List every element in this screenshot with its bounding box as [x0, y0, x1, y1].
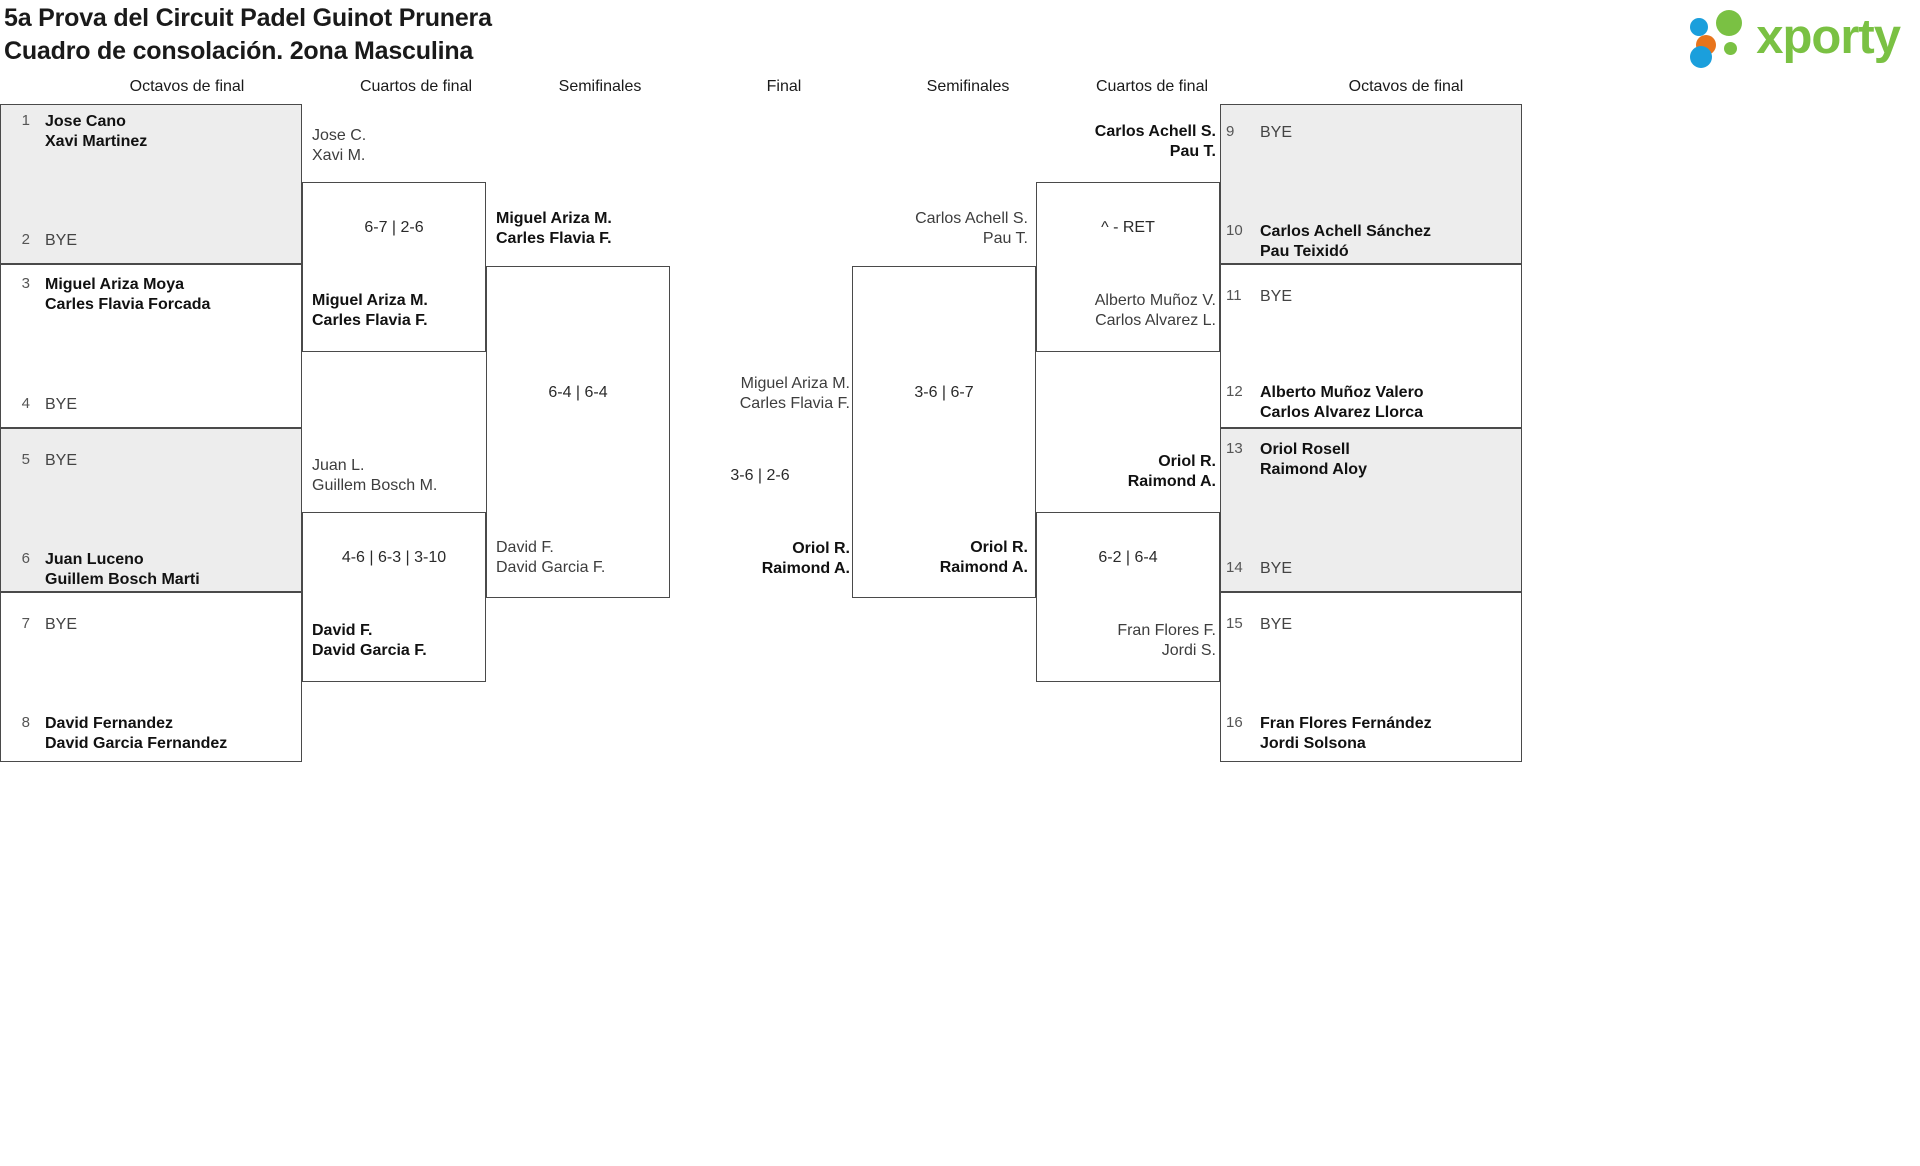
xporty-logo: xporty	[1690, 8, 1901, 68]
match-entry-right-semis-bottom[interactable]: Oriol R.Raimond A.	[939, 539, 1028, 576]
seed-block-11-12[interactable]	[1220, 264, 1522, 428]
round-header-left-octavos: Octavos de final	[129, 78, 245, 95]
match-entry-left-cuartos-2-top[interactable]: Juan L.Guillem Bosch M.	[312, 457, 438, 494]
seed-number: 9	[1226, 123, 1235, 140]
connector-left-cuartos-1	[302, 182, 486, 352]
seed-slot-11[interactable]: 11 BYE	[1226, 287, 1516, 307]
seed-slot-7[interactable]: 7 BYE	[4, 615, 294, 635]
match-entry-left-semis-top[interactable]: Miguel Ariza M.Carles Flavia F.	[496, 210, 612, 247]
match-entry-right-cuartos-2-top[interactable]: Oriol R.Raimond A.	[1127, 453, 1216, 490]
seed-number: 3	[21, 275, 30, 292]
seed-names: BYE	[1260, 288, 1293, 305]
seed-block-7-8[interactable]	[0, 592, 302, 762]
seed-block-9-10[interactable]	[1220, 104, 1522, 264]
round-header-left-cuartos: Cuartos de final	[359, 78, 473, 95]
seed-names: BYE	[45, 616, 78, 633]
title-line-1: 5a Prova del Circuit Padel Guinot Pruner…	[4, 4, 492, 32]
connector-left-semis-1	[486, 266, 670, 598]
round-header-right-semis: Semifinales	[926, 78, 1010, 95]
seed-names: BYE	[45, 396, 78, 413]
title-line-2: Cuadro de consolación. 2ona Masculina	[4, 36, 474, 65]
seed-slot-4[interactable]: 4 BYE	[4, 395, 294, 415]
round-header-final: Final	[766, 78, 802, 95]
seed-number: 12	[1226, 383, 1243, 400]
score-left-cuartos-2: 4-6 | 6-3 | 3-10	[341, 549, 447, 566]
seed-number: 4	[21, 395, 30, 412]
seed-block-13-14[interactable]	[1220, 428, 1522, 592]
connector-right-semis-1	[852, 266, 1036, 598]
seed-number: 15	[1226, 615, 1243, 632]
seed-block-1-2[interactable]	[0, 104, 302, 264]
seed-number: 6	[21, 550, 30, 567]
connector-right-cuartos-2	[1036, 512, 1220, 682]
match-entry-left-cuartos-2-bottom[interactable]: David F.David Garcia F.	[312, 622, 427, 659]
page-title: 5a Prova del Circuit Padel Guinot Pruner…	[4, 2, 1104, 67]
round-header-left-semis: Semifinales	[558, 78, 642, 95]
seed-block-15-16[interactable]	[1220, 592, 1522, 762]
score-final: 3-6 | 2-6	[730, 467, 790, 484]
seed-number: 13	[1226, 440, 1243, 457]
match-entry-final-bottom[interactable]: Oriol R.Raimond A.	[761, 540, 850, 577]
seed-number: 8	[21, 714, 30, 731]
seed-block-3-4[interactable]	[0, 264, 302, 428]
match-entry-left-cuartos-1-bottom[interactable]: Miguel Ariza M.Carles Flavia F.	[312, 292, 428, 329]
seed-names: BYE	[1260, 560, 1293, 577]
seed-slot-14[interactable]: 14 BYE	[1226, 559, 1516, 579]
score-right-cuartos-1: ^ - RET	[1101, 219, 1155, 236]
seed-number: 2	[21, 231, 30, 248]
seed-slot-5[interactable]: 5 BYE	[4, 451, 294, 471]
logo-dots-icon	[1690, 8, 1752, 68]
seed-names: BYE	[45, 232, 78, 249]
connector-left-cuartos-2	[302, 512, 486, 682]
seed-names: BYE	[45, 452, 78, 469]
seed-number: 16	[1226, 714, 1243, 731]
seed-number: 14	[1226, 559, 1243, 576]
match-entry-right-cuartos-1-top[interactable]: Carlos Achell S.Pau T.	[1094, 123, 1216, 160]
seed-slot-2[interactable]: 2 BYE	[4, 231, 294, 251]
score-right-cuartos-2: 6-2 | 6-4	[1098, 549, 1158, 566]
round-header-right-cuartos: Cuartos de final	[1095, 78, 1209, 95]
seed-slot-9[interactable]: 9 BYE	[1226, 123, 1516, 143]
score-left-semis: 6-4 | 6-4	[548, 384, 608, 401]
seed-number: 5	[21, 451, 30, 468]
seed-slot-15[interactable]: 15 BYE	[1226, 615, 1516, 635]
seed-block-5-6[interactable]	[0, 428, 302, 592]
score-left-cuartos-1: 6-7 | 2-6	[364, 219, 424, 236]
seed-number: 1	[21, 112, 30, 129]
match-entry-left-semis-bottom[interactable]: David F.David Garcia F.	[496, 539, 606, 576]
seed-names: BYE	[1260, 616, 1293, 633]
connector-right-cuartos-1	[1036, 182, 1220, 352]
match-entry-right-cuartos-1-bottom[interactable]: Alberto Muñoz V.Carlos Alvarez L.	[1094, 292, 1216, 329]
match-entry-final-top[interactable]: Miguel Ariza M.Carles Flavia F.	[739, 375, 850, 412]
seed-number: 11	[1226, 287, 1242, 304]
round-header-right-octavos: Octavos de final	[1348, 78, 1464, 95]
match-entry-right-cuartos-2-bottom[interactable]: Fran Flores F.Jordi S.	[1117, 622, 1216, 659]
seed-number: 10	[1226, 222, 1243, 239]
seed-number: 7	[21, 615, 30, 632]
logo-wordmark: xporty	[1756, 9, 1901, 64]
score-right-semis: 3-6 | 6-7	[914, 384, 974, 401]
match-entry-left-cuartos-1-top[interactable]: Jose C.Xavi M.	[312, 127, 367, 164]
match-entry-right-semis-top[interactable]: Carlos Achell S.Pau T.	[915, 210, 1028, 247]
seed-names: BYE	[1260, 124, 1293, 141]
